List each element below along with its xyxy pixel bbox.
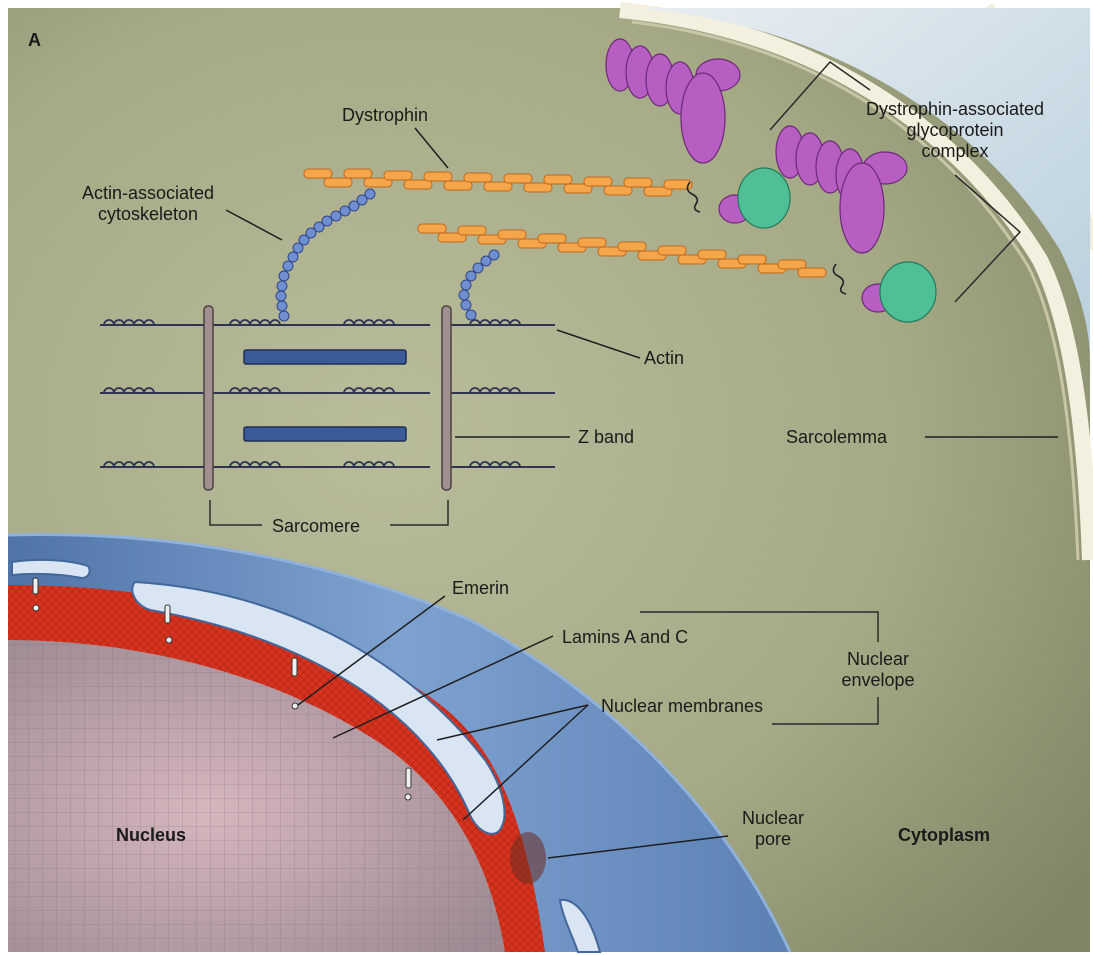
label-dystrophin: Dystrophin [342,105,428,126]
label-nuclear-pore-line2: pore [723,829,823,850]
label-nuclear-membranes: Nuclear membranes [601,696,763,717]
label-nucleus: Nucleus [116,825,186,846]
label-cytoplasm: Cytoplasm [898,825,990,846]
label-dgc-line2: glycoprotein [835,120,1075,141]
label-dgc-line1: Dystrophin-associated [835,99,1075,120]
label-sarcomere: Sarcomere [272,516,360,537]
label-actin-cytoskeleton-line2: cytoskeleton [58,204,238,225]
label-nuclear-envelope-line2: envelope [818,670,938,691]
label-sarcolemma: Sarcolemma [786,427,887,448]
label-nuclear-envelope: Nuclear envelope [818,649,938,691]
label-actin-associated-cytoskeleton: Actin-associated cytoskeleton [58,183,238,225]
label-nuclear-pore-line1: Nuclear [723,808,823,829]
label-dgc-line3: complex [835,141,1075,162]
label-z-band: Z band [578,427,634,448]
label-emerin: Emerin [452,578,509,599]
panel-letter: A [28,30,41,51]
label-dystrophin-associated-glycoprotein-complex: Dystrophin-associated glycoprotein compl… [835,99,1075,162]
label-nuclear-envelope-line1: Nuclear [818,649,938,670]
label-nuclear-pore: Nuclear pore [723,808,823,850]
label-lamins: Lamins A and C [562,627,688,648]
label-actin-cytoskeleton-line1: Actin-associated [58,183,238,204]
label-actin: Actin [644,348,684,369]
